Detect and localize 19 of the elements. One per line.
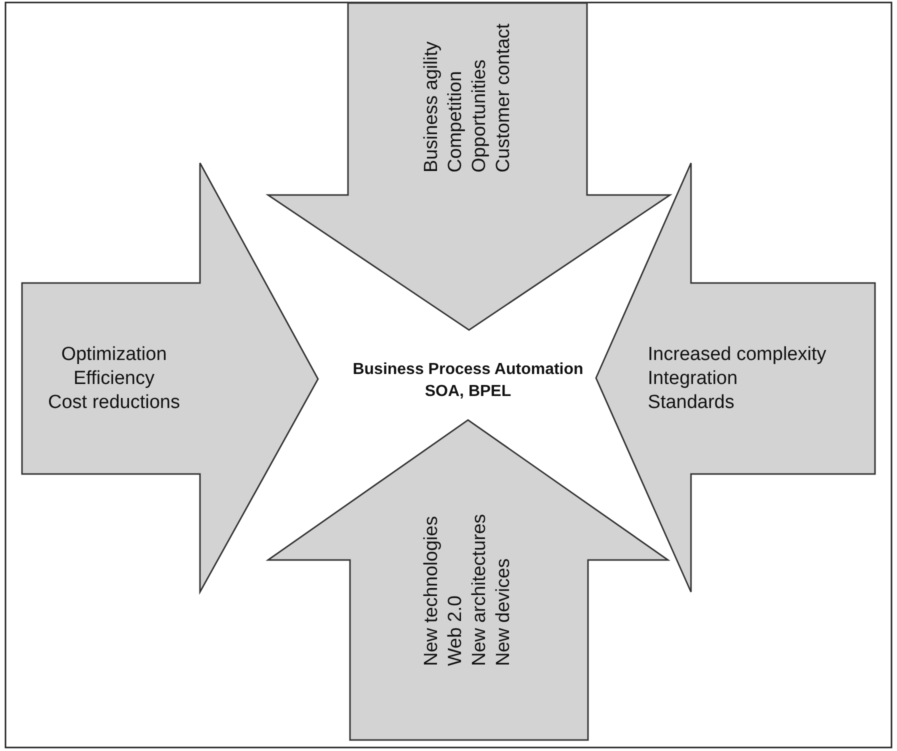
arrow-text: Web 2.0 (444, 594, 467, 666)
arrow-text: Efficiency (72, 367, 156, 391)
center-title: SOA, BPEL (424, 382, 512, 402)
arrow-text: Customer contact (492, 24, 515, 172)
arrow-text: Optimization (60, 343, 168, 367)
block-arrow (22, 163, 318, 592)
arrow-text: Cost reductions (48, 391, 180, 415)
arrow-text: Opportunities (468, 58, 491, 172)
arrow-text: Increased complexity (648, 343, 826, 367)
arrow-text: New devices (492, 557, 515, 666)
center-title: Business Process Automation (352, 360, 584, 380)
arrow-text: Integration (648, 367, 739, 391)
arrow-text: Business agility (420, 40, 443, 172)
arrow-text: New architectures (468, 514, 491, 666)
arrow-text: New technologies (420, 515, 443, 666)
block-arrow (268, 420, 668, 740)
block-arrow (268, 3, 670, 330)
arrow-text: Competition (444, 70, 467, 172)
arrow-text: Standards (648, 391, 736, 415)
